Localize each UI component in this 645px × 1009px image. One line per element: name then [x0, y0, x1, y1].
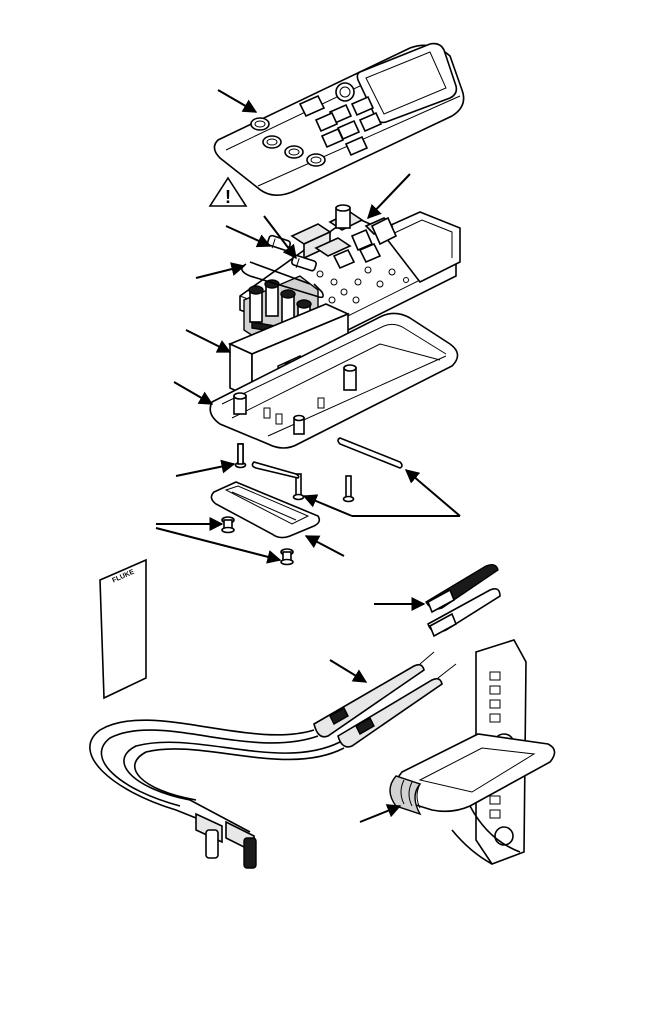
manual: FLUKE: [100, 560, 146, 698]
warning-symbol-mark: !: [225, 187, 231, 207]
test-leads: [90, 652, 456, 868]
alligator-clips: [426, 565, 500, 636]
warning-symbol: !: [210, 178, 246, 207]
pcb-assembly: [240, 205, 460, 342]
screw: [238, 444, 243, 464]
leader-lines: [156, 90, 460, 822]
case-top: [214, 44, 463, 196]
